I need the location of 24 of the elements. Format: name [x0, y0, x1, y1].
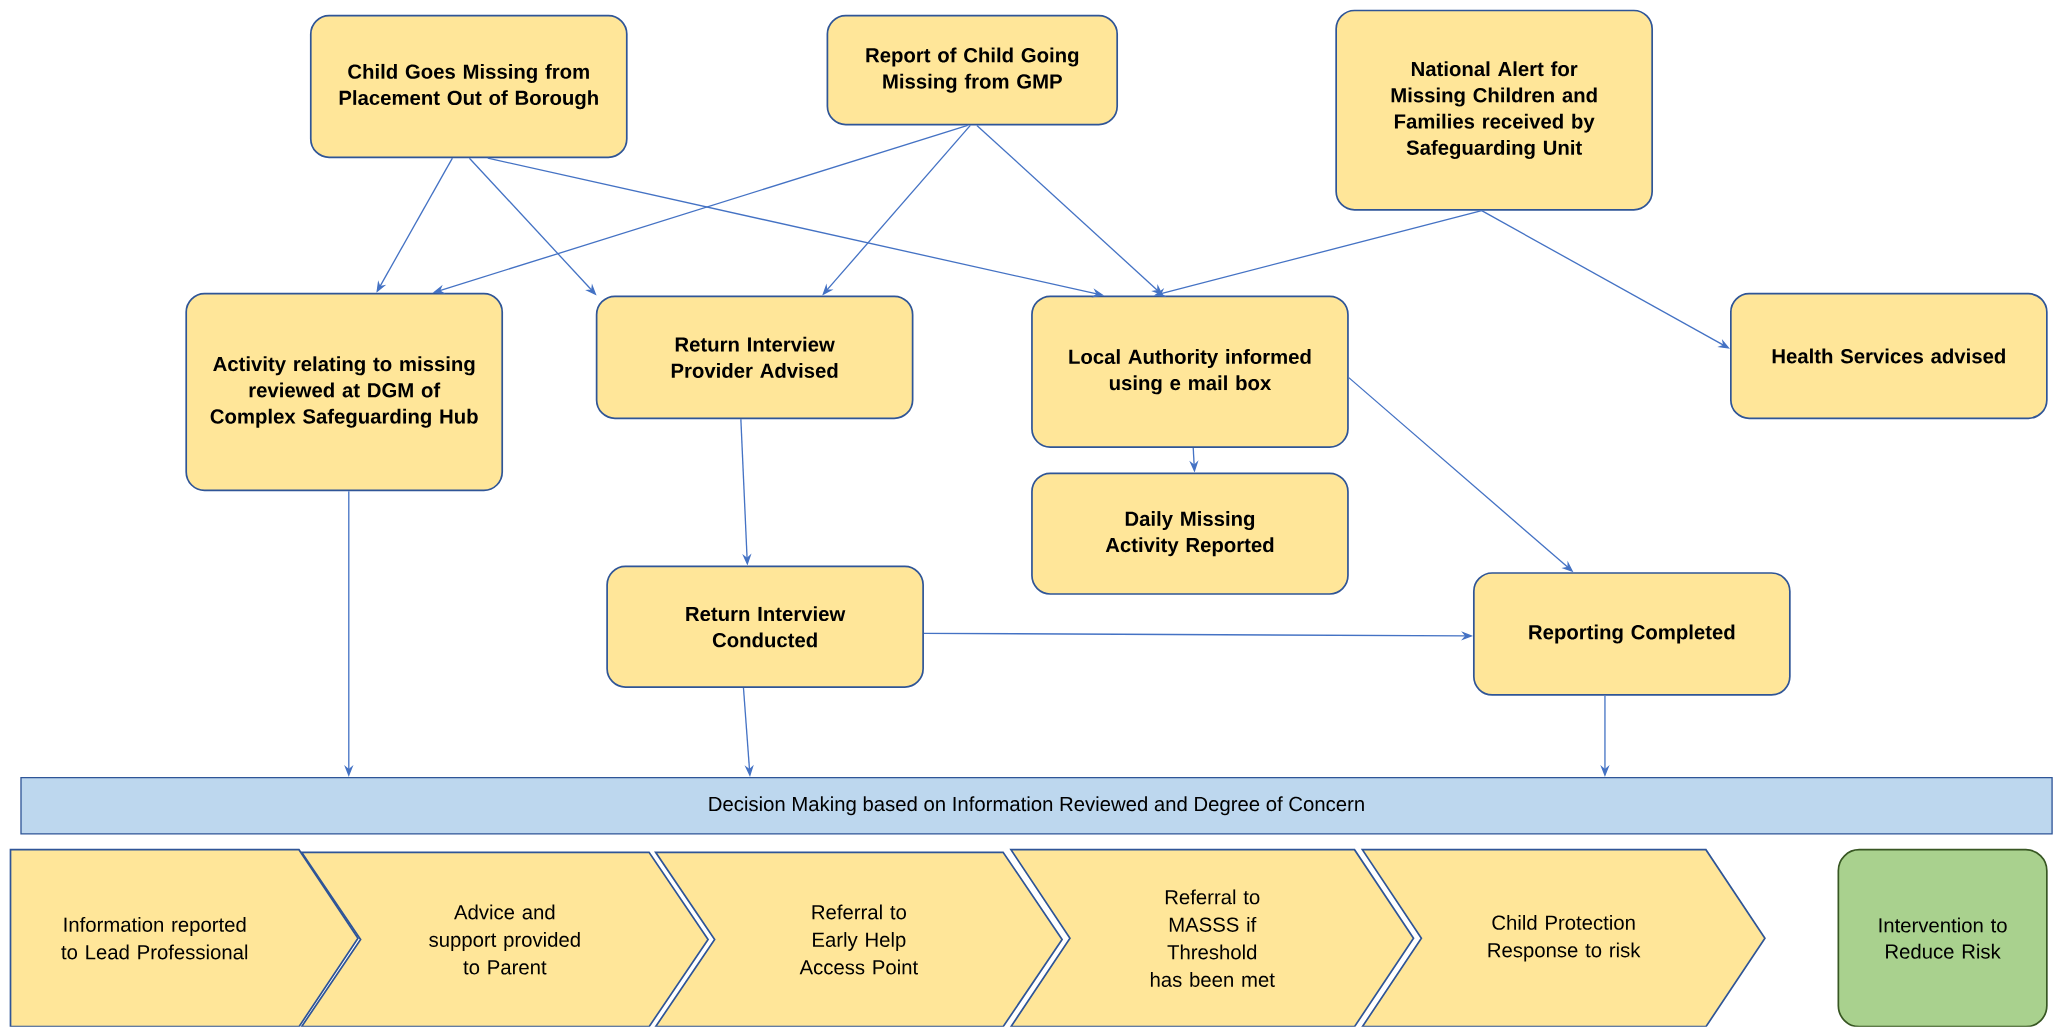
- arrow: [376, 157, 454, 293]
- chevron-step: Child Protection Response to risk: [1360, 848, 1766, 1027]
- outcome-box: Intervention to Reduce Risk: [1837, 848, 2048, 1027]
- process-box: Return Interview Provider Advised: [595, 295, 914, 420]
- process-box: Reporting Completed: [1473, 572, 1791, 696]
- chevron-step: Advice and support provided to Parent: [300, 851, 710, 1027]
- chevron-step: Referral to Early Help Access Point: [654, 851, 1064, 1027]
- chevron-step: Referral to MASSS if Threshold has been met: [1009, 848, 1415, 1027]
- process-box: Activity relating to missing reviewed at DGM of Complex Safeguarding Hub: [185, 293, 504, 492]
- node-label: Referral to MASSS if Threshold has been met: [1150, 889, 1275, 988]
- node-label: Child Protection Response to risk: [1488, 915, 1641, 962]
- process-box: Return Interview Conducted: [606, 565, 924, 689]
- process-box: Local Authority informed using e mail box: [1031, 295, 1349, 449]
- process-box: National Alert for Missing Children and Families received by Safeguarding Unit: [1335, 9, 1653, 211]
- process-box: Report of Child Going Missing from GMP: [826, 15, 1119, 126]
- chevron-step: Information reported to Lead Professional: [9, 848, 359, 1027]
- process-box: Daily Missing Activity Reported: [1031, 472, 1349, 595]
- process-box: Health Services advised: [1730, 293, 2048, 420]
- process-box: Child Goes Missing from Placement Out of Borough: [309, 15, 628, 159]
- node-label: Referral to Early Help Access Point: [799, 904, 918, 975]
- node-label: Advice and support provided to Parent: [429, 904, 580, 975]
- decision-band: Decision Making based on Information Reviewed and Degree of Concern: [20, 777, 2053, 835]
- arrow: [1481, 210, 1730, 349]
- node-label: Information reported to Lead Professional: [61, 917, 248, 960]
